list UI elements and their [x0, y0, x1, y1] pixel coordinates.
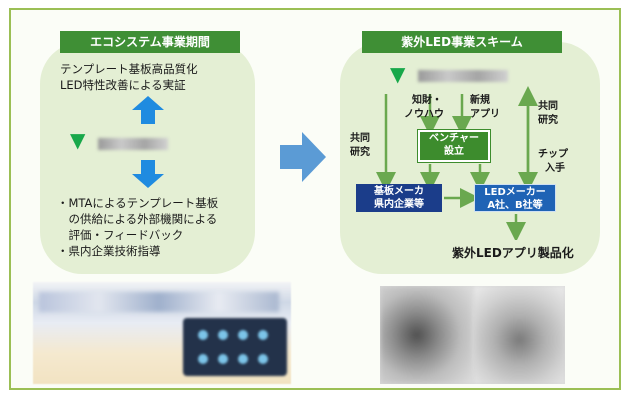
photo-dot	[198, 354, 208, 364]
left-bottom-line-2: の供給による外部機関による	[57, 212, 218, 226]
product-label: 紫外LEDアプリ製品化	[452, 246, 574, 260]
down-arrow-icon	[132, 160, 164, 188]
led-maker-line-1: LEDメーカー	[484, 187, 546, 198]
shinki-1: 新規	[470, 95, 490, 106]
photo-dark-panel	[183, 318, 287, 376]
left-bottom-line-4: ・県内企業技術指導	[57, 244, 161, 258]
led-maker-box: LEDメーカー A社、B社等	[474, 184, 556, 212]
kiban-maker-line-1: 基板メーカ	[374, 186, 424, 197]
company-name-blurred-right	[418, 70, 508, 82]
up-arrow-icon	[132, 96, 164, 124]
left-panel	[40, 42, 255, 274]
left-bottom-line-1: ・MTAによるテンプレート基板	[57, 196, 219, 210]
photo-dot	[238, 354, 248, 364]
photo-dot	[198, 330, 208, 340]
photo-right-half	[474, 286, 565, 384]
photo-dot	[218, 354, 228, 364]
led-maker-line-2: A社、B社等	[487, 200, 543, 211]
scheme-connectors	[376, 86, 538, 240]
kyodo-kenkyu-right-1: 共同	[538, 101, 558, 112]
chizai-1: 知財・	[412, 95, 442, 106]
venture-line-2: 設立	[444, 146, 464, 157]
photo-dot	[218, 330, 228, 340]
left-bottom-line-3: 評価・フィードバック	[57, 228, 184, 242]
photo-left-half	[380, 286, 472, 384]
right-arrow-icon	[280, 132, 326, 182]
left-top-line-2: LED特性改善による実証	[60, 78, 186, 92]
kyodo-kenkyu-left-1: 共同	[350, 133, 370, 144]
company-name-blurred	[98, 138, 168, 150]
shinki-2: アプリ	[470, 109, 500, 120]
kyodo-kenkyu-left-2: 研究	[350, 147, 370, 158]
photo-dot	[238, 330, 248, 340]
venture-line-1: ベンチャー	[429, 133, 479, 144]
venture-box: ベンチャー 設立	[417, 129, 491, 163]
photo-dot	[258, 330, 268, 340]
microscope-photo-right	[380, 286, 565, 384]
left-top-line-1: テンプレート基板高品質化	[60, 62, 198, 76]
kiban-maker-box: 基板メーカ 県内企業等	[356, 184, 442, 212]
photo-dot	[258, 354, 268, 364]
device-photo-left	[33, 282, 291, 384]
kyodo-kenkyu-right-2: 研究	[538, 115, 558, 126]
chip-1: チップ	[538, 149, 568, 160]
company-logo: ▼	[70, 128, 86, 152]
photo-strip	[39, 292, 279, 312]
chizai-2: ノウハウ	[404, 109, 444, 120]
left-title: エコシステム事業期間	[60, 31, 240, 53]
kiban-maker-line-2: 県内企業等	[374, 199, 424, 210]
company-logo-right: ▼	[390, 62, 406, 86]
chip-2: 入手	[545, 163, 565, 174]
right-title: 紫外LED事業スキーム	[362, 31, 562, 53]
